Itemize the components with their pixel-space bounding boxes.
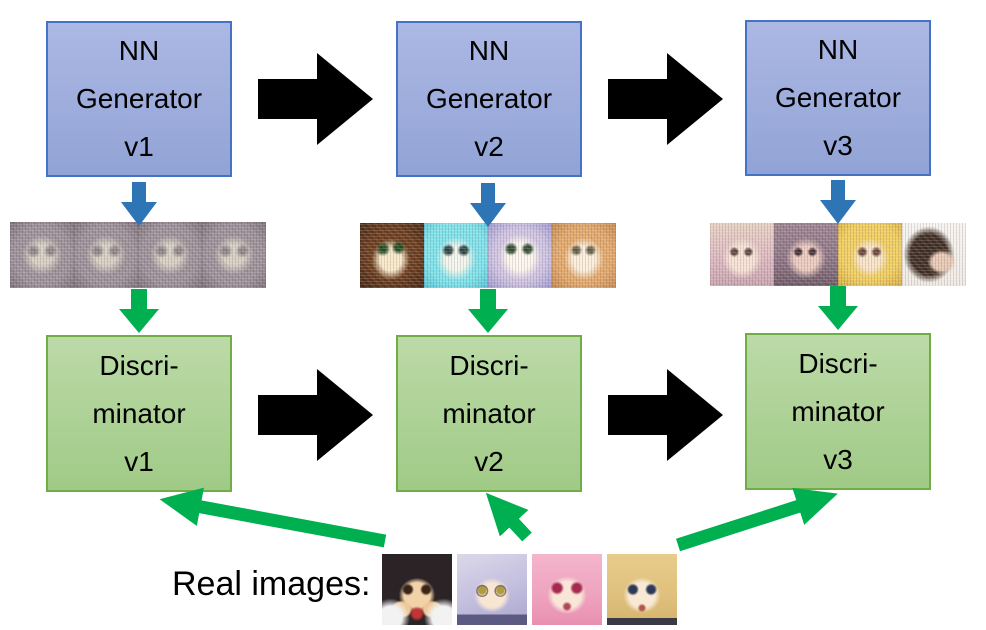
real-images-to-discriminator-v1-arrow-icon bbox=[159, 487, 387, 548]
discriminator-v2-label-line2: minator bbox=[442, 397, 536, 429]
real-images-to-discriminator-v2-arrow-icon bbox=[485, 492, 532, 542]
generated-image-v1-1 bbox=[10, 222, 74, 288]
generated-image-v2-2 bbox=[424, 223, 488, 288]
nn-generator-v3-box: NN Generator v3 bbox=[745, 20, 931, 176]
generator-v1-output-arrow-icon bbox=[121, 182, 157, 226]
real-image-1 bbox=[382, 554, 452, 625]
real-image-3 bbox=[532, 554, 602, 625]
discriminator-v1-label-line3: v1 bbox=[124, 445, 154, 477]
generated-image-v1-2 bbox=[74, 222, 138, 288]
flow-arrow-generator-v1-to-v2-icon bbox=[258, 53, 373, 145]
generated-image-v3-3 bbox=[838, 223, 902, 286]
discriminator-v3-label-line1: Discri- bbox=[798, 347, 878, 379]
nn-generator-v1-box: NN Generator v1 bbox=[46, 21, 232, 177]
generator-v3-output-arrow-icon bbox=[820, 180, 856, 224]
discriminator-v1-label-line1: Discri- bbox=[99, 349, 179, 381]
real-images-to-discriminator-v3-arrow-icon bbox=[676, 487, 838, 552]
generated-image-v3-4 bbox=[902, 223, 966, 286]
discriminator-v3-box: Discri- minator v3 bbox=[745, 333, 931, 490]
samples-v1-to-discriminator-arrow-icon bbox=[119, 289, 159, 333]
discriminator-v3-label-line2: minator bbox=[791, 395, 885, 427]
samples-v2-to-discriminator-arrow-icon bbox=[468, 289, 508, 333]
discriminator-v2-box: Discri- minator v2 bbox=[396, 335, 582, 492]
nn-generator-v3-label-line1: NN bbox=[817, 34, 859, 65]
nn-generator-v1-label-line1: NN bbox=[118, 35, 160, 66]
discriminator-v1-box: Discri- minator v1 bbox=[46, 335, 232, 492]
generated-image-v1-3 bbox=[138, 222, 202, 288]
discriminator-v1-label-line2: minator bbox=[92, 397, 186, 429]
generated-image-v3-1 bbox=[710, 223, 774, 286]
nn-generator-v2-box: NN Generator v2 bbox=[396, 21, 582, 177]
generated-samples-v3 bbox=[710, 223, 966, 286]
nn-generator-v2-label-line2: Generator bbox=[425, 83, 553, 114]
generated-image-v3-2 bbox=[774, 223, 838, 286]
nn-generator-v3-label-line3: v3 bbox=[823, 130, 853, 161]
discriminator-v2-label-line3: v2 bbox=[474, 445, 504, 477]
real-images-strip bbox=[382, 554, 677, 625]
generator-v2-output-arrow-icon bbox=[470, 183, 506, 227]
real-image-4 bbox=[607, 554, 677, 625]
discriminator-v3-label-line3: v3 bbox=[823, 443, 853, 475]
generated-image-v2-1 bbox=[360, 223, 424, 288]
nn-generator-v1-label-line3: v1 bbox=[124, 131, 154, 162]
discriminator-v2-label-line1: Discri- bbox=[449, 349, 529, 381]
nn-generator-v2-label-line3: v2 bbox=[474, 131, 504, 162]
real-images-caption: Real images: bbox=[172, 565, 371, 603]
generated-samples-v2 bbox=[360, 223, 616, 288]
generated-image-v2-3 bbox=[488, 223, 552, 288]
nn-generator-v2-label-line1: NN bbox=[468, 35, 510, 66]
nn-generator-v3-label-line2: Generator bbox=[774, 82, 902, 113]
flow-arrow-discriminator-v2-to-v3-icon bbox=[608, 369, 723, 461]
samples-v3-to-discriminator-arrow-icon bbox=[818, 286, 858, 330]
generated-image-v1-4 bbox=[202, 222, 266, 288]
flow-arrow-discriminator-v1-to-v2-icon bbox=[258, 369, 373, 461]
generated-samples-v1 bbox=[10, 222, 266, 288]
nn-generator-v1-label-line2: Generator bbox=[75, 83, 203, 114]
real-image-2 bbox=[457, 554, 527, 625]
flow-arrow-generator-v2-to-v3-icon bbox=[608, 53, 723, 145]
generated-image-v2-4 bbox=[552, 223, 616, 288]
